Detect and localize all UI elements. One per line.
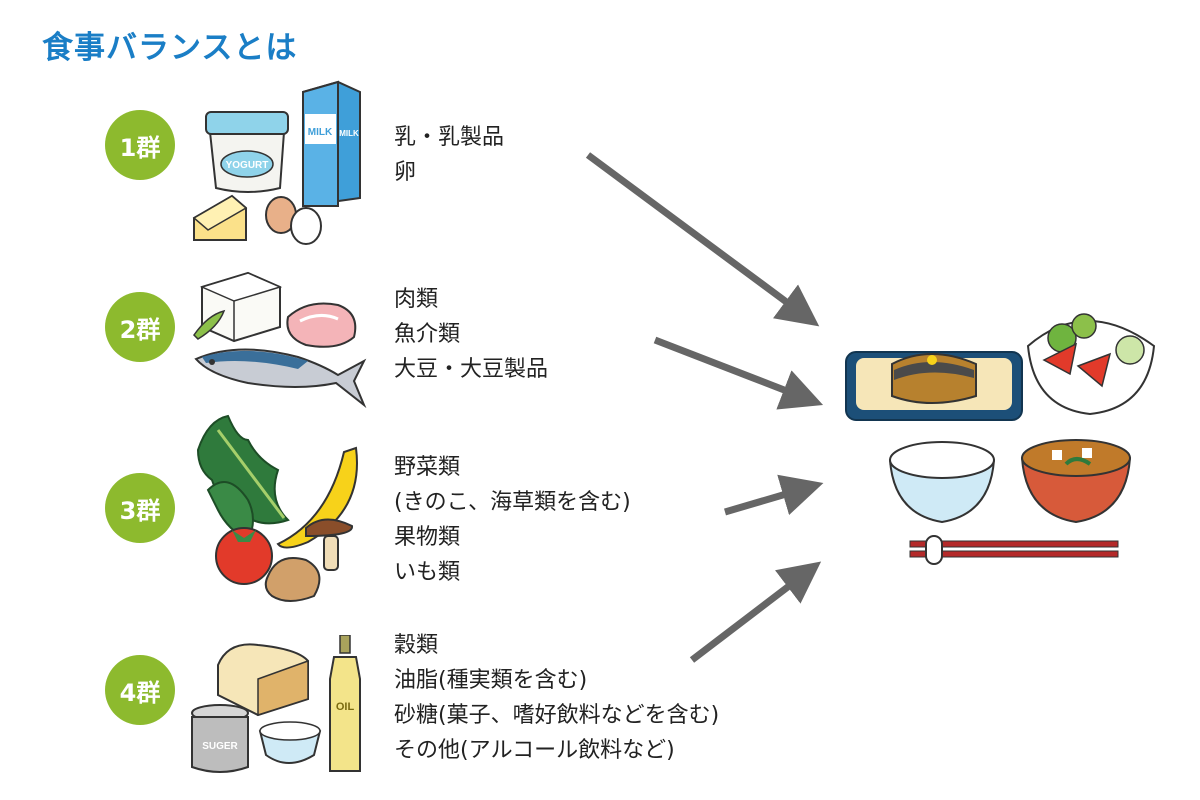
salad-bowl-icon <box>1026 313 1156 416</box>
milk-side-label: MILK <box>339 129 359 138</box>
leafy-greens-icon <box>196 414 290 542</box>
arrow-group-2 <box>653 336 824 410</box>
miso-soup-bowl-icon <box>1020 439 1132 524</box>
tomato-icon <box>215 527 273 585</box>
group-1-item: 卵 <box>394 160 417 185</box>
group-2-item: 大豆・大豆製品 <box>394 357 549 382</box>
mushroom-icon <box>305 518 353 571</box>
milk-label: MILK <box>308 127 333 138</box>
chopsticks-icon <box>909 535 1119 565</box>
rice-bowl-icon <box>888 441 996 524</box>
group-3-item: 果物類 <box>394 525 461 550</box>
group-4-list: 穀類 油脂(種実類を含む) 砂糖(菓子、嗜好飲料などを含む) その他(アルコール… <box>394 628 719 768</box>
grilled-fish-plate-icon <box>845 351 1023 421</box>
balanced-meal-illustration <box>845 313 1156 565</box>
group-2-item: 肉類 <box>394 287 439 312</box>
dairy-eggs-illustration: YOGURT MILK MILK <box>192 80 361 245</box>
milk-carton-icon: MILK MILK <box>302 80 361 208</box>
group-3-item: いも類 <box>394 560 461 585</box>
group-1-badge: 1群 <box>105 110 175 180</box>
arrow-group-3 <box>724 474 824 516</box>
yogurt-icon: YOGURT <box>205 111 289 193</box>
group-4-item: その他(アルコール飲料など) <box>394 738 675 763</box>
group-2-badge: 2群 <box>105 292 175 362</box>
rice-bowl-small-icon <box>258 721 322 764</box>
group-4-item: 穀類 <box>394 633 439 658</box>
yogurt-label: YOGURT <box>226 160 269 171</box>
potato-icon <box>264 557 321 602</box>
group-4-badge: 4群 <box>105 655 175 725</box>
group-1-item: 乳・乳製品 <box>394 125 505 150</box>
sugar-jar-icon: SUGER <box>191 704 249 773</box>
arrow-group-1 <box>585 152 820 327</box>
group-4-item: 油脂(種実類を含む) <box>394 668 588 693</box>
cheese-icon <box>192 194 248 241</box>
sugar-label: SUGER <box>202 741 238 752</box>
group-3-badge: 3群 <box>105 473 175 543</box>
vegetables-fruits-illustration <box>196 414 358 602</box>
group-3-item: 野菜類 <box>394 455 461 480</box>
group-2-item: 魚介類 <box>394 322 461 347</box>
group-3-list: 野菜類 (きのこ、海草類を含む) 果物類 いも類 <box>394 450 631 590</box>
fish-icon <box>194 348 367 409</box>
oil-bottle-icon: OIL <box>329 635 361 772</box>
protein-illustration <box>193 271 367 409</box>
edamame-icon <box>193 309 226 340</box>
arrow-group-4 <box>689 561 822 663</box>
group-2-list: 肉類 魚介類 大豆・大豆製品 <box>394 282 548 387</box>
egg-icon <box>265 196 322 245</box>
group-1-list: 乳・乳製品 卵 <box>394 120 504 190</box>
oil-label: OIL <box>336 701 355 713</box>
grains-oil-sugar-illustration: OIL SUGER <box>191 635 361 773</box>
group-4-item: 砂糖(菓子、嗜好飲料などを含む) <box>394 703 720 728</box>
meat-icon <box>286 302 357 348</box>
bread-icon <box>217 643 309 717</box>
group-3-item: (きのこ、海草類を含む) <box>394 490 631 515</box>
page-title: 食事バランスとは <box>42 30 298 66</box>
